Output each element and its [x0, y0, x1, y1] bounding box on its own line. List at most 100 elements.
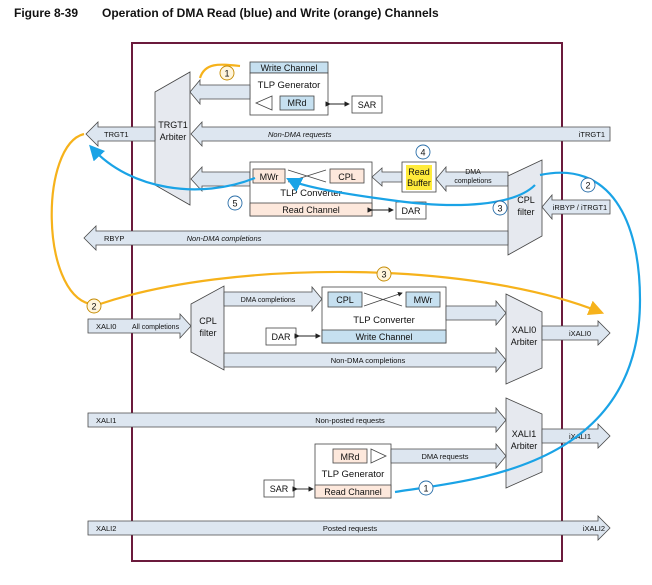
svg-text:CPL: CPL: [199, 316, 217, 326]
posted-requests-arrow: [87, 515, 611, 541]
non-dma-requests-label: Non-DMA requests: [268, 130, 332, 139]
svg-text:1: 1: [423, 484, 428, 494]
all-completions-label: All completions: [132, 324, 180, 331]
ixali1-label: iXALI1: [569, 432, 591, 441]
xali0-arbiter: XALI0 Arbiter: [505, 293, 543, 385]
step-marker-2-bottom: 2: [86, 298, 102, 314]
step-marker-4: 4: [415, 144, 431, 160]
step-marker-3-bottom: 3: [376, 266, 392, 282]
tlp-converter-write-channel: CPL MWr TLP Converter Write Channel: [321, 286, 447, 344]
svg-text:3: 3: [381, 270, 386, 280]
svg-text:3: 3: [497, 204, 502, 214]
posted-requests-label: Posted requests: [323, 524, 377, 533]
dma-completions-arrow-bottom: [223, 285, 323, 313]
non-dma-completions-label-top: Non-DMA completions: [187, 234, 262, 243]
svg-text:XALI1: XALI1: [512, 429, 537, 439]
write-channel-footer-bottom: Write Channel: [356, 332, 413, 342]
xali1-arbiter: XALI1 Arbiter: [505, 397, 543, 489]
trgt1-output-arrow: [85, 121, 156, 147]
sar-top: SAR: [358, 100, 377, 110]
svg-text:filter: filter: [517, 207, 534, 217]
buffer-to-converter-arrow: [371, 167, 403, 187]
read-flow-curve-middle: [286, 178, 536, 207]
non-posted-requests-arrow: [87, 406, 507, 434]
write-channel-generator: Write Channel TLP Generator MRd: [249, 61, 329, 116]
tlp-generator-label: TLP Generator: [258, 80, 321, 91]
figure-number: Figure 8-39: [14, 6, 78, 20]
all-completions-arrow: [87, 312, 192, 340]
read-channel-generator: MRd TLP Generator Read Channel: [314, 443, 392, 499]
svg-text:Arbiter: Arbiter: [160, 132, 187, 142]
cpl-filter-top: CPL filter: [507, 159, 543, 256]
tlp-converter-read-channel: MWr CPL TLP Converter Read Channel: [249, 161, 373, 217]
dma-request-arrow-top: [189, 78, 251, 106]
xali0-label: XALI0: [96, 322, 116, 331]
non-dma-requests-arrow: [190, 120, 611, 148]
converter-to-xali0-arrow: [445, 299, 507, 327]
tlp-generator-label-bottom: TLP Generator: [322, 469, 385, 480]
read-channel-footer-top: Read Channel: [282, 205, 340, 215]
svg-text:Arbiter: Arbiter: [511, 441, 538, 451]
tlp-converter-label-bottom: TLP Converter: [353, 315, 415, 326]
ixali0-output-arrow: [541, 320, 611, 346]
dma-completions-arrow-top: [435, 165, 509, 193]
write-flow-curve-left: [50, 132, 91, 306]
triangle-icon: [370, 448, 387, 464]
svg-text:Arbiter: Arbiter: [511, 337, 538, 347]
trgt1-arbiter: TRGT1 Arbiter: [154, 71, 191, 206]
dma-completions-label-bottom: DMA completions: [241, 297, 296, 304]
cpl-box-top: CPL: [338, 172, 356, 182]
step-marker-2-top: 2: [580, 177, 596, 193]
step-marker-5: 5: [227, 195, 243, 211]
tlp-converter-label-top: TLP Converter: [280, 188, 342, 199]
mwr-box-top: MWr: [260, 172, 279, 182]
step-marker-1-top: 1: [219, 65, 235, 81]
trgt1-label: TRGT1: [104, 130, 129, 139]
read-flow-curve-top: [89, 144, 256, 191]
ixali0-label: iXALI0: [569, 329, 591, 338]
svg-text:2: 2: [91, 302, 96, 312]
read-buffer-label: Read: [408, 167, 430, 177]
write-channel-header: Write Channel: [261, 63, 318, 73]
write-flow-curve-bottom: [99, 270, 605, 316]
figure-title: Operation of DMA Read (blue) and Write (…: [102, 6, 439, 20]
mrd-box: MRd: [287, 98, 306, 108]
read-channel-footer-bottom: Read Channel: [324, 487, 382, 497]
mrd-box-bottom: MRd: [340, 452, 359, 462]
sar-bottom: SAR: [270, 484, 289, 494]
svg-text:CPL: CPL: [517, 195, 535, 205]
triangle-icon: [255, 95, 273, 111]
ixali2-label: iXALI2: [583, 524, 605, 533]
cpl-filter-bottom: CPL filter: [190, 285, 225, 371]
cpl-box-bottom: CPL: [336, 295, 354, 305]
svg-text:completions: completions: [454, 178, 492, 185]
step-marker-1-bottom: 1: [418, 480, 434, 496]
dma-requests-label: DMA requests: [421, 452, 468, 461]
rbyp-label: RBYP: [104, 234, 124, 243]
mwr-box-bottom: MWr: [414, 295, 433, 305]
dma-requests-arrow: [390, 442, 507, 470]
write-flow-curve-top: [198, 63, 241, 79]
svg-text:TRGT1: TRGT1: [158, 120, 188, 130]
svg-text:Buffer: Buffer: [407, 178, 431, 188]
svg-text:filter: filter: [199, 328, 216, 338]
irbyp-input-arrow: [541, 193, 611, 221]
dar-bottom: DAR: [271, 332, 291, 342]
read-flow-curve-bottom: [394, 171, 642, 494]
svg-text:4: 4: [420, 148, 425, 158]
svg-text:XALI0: XALI0: [512, 325, 537, 335]
svg-text:5: 5: [232, 199, 237, 209]
dar-top: DAR: [401, 206, 421, 216]
step-marker-3-top: 3: [492, 200, 508, 216]
non-posted-requests-label: Non-posted requests: [315, 416, 385, 425]
non-dma-completions-label-bottom: Non-DMA completions: [331, 356, 406, 365]
dma-completions-label-top: DMA: [465, 169, 481, 176]
rbyp-output-arrow: [83, 225, 509, 251]
svg-text:2: 2: [585, 181, 590, 191]
svg-text:1: 1: [224, 69, 229, 79]
xali2-label: XALI2: [96, 524, 116, 533]
non-dma-completions-arrow-bottom: [223, 346, 507, 374]
irbyp-label: iRBYP / iTRGT1: [553, 203, 607, 212]
module-frame: [131, 42, 563, 562]
